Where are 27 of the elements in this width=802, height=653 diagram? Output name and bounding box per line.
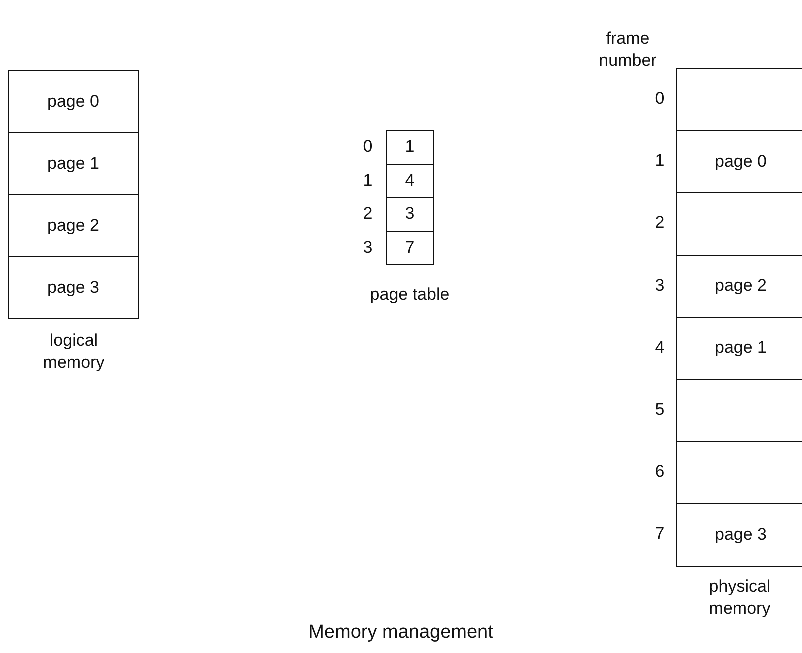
page-box: page 3: [8, 256, 139, 319]
row-index: 1: [362, 170, 374, 192]
frame-number: 0: [654, 88, 666, 110]
row-index: 0: [362, 136, 374, 158]
page-box: page 2: [8, 194, 139, 257]
page-box: page 0: [8, 70, 139, 133]
table-cell: 3: [386, 197, 434, 232]
caption-label: logical memory: [42, 330, 106, 374]
table-cell: 1: [386, 130, 434, 164]
caption-label: page table: [369, 284, 451, 306]
axis-title: frame number: [598, 28, 658, 72]
frame-number: 4: [654, 336, 666, 359]
frame-number: 5: [654, 399, 666, 421]
frame-number: 7: [654, 523, 666, 546]
row-index: 3: [362, 236, 374, 258]
memory-frame: [676, 68, 802, 132]
page-box: page 3: [676, 503, 802, 567]
row-index: 2: [362, 203, 374, 225]
frame-number: 2: [654, 212, 666, 234]
frame-number: 6: [654, 461, 666, 484]
caption: Memory management: [308, 622, 494, 644]
frame-number: 1: [654, 150, 666, 172]
page-box: page 1: [8, 132, 139, 195]
table-cell: 4: [386, 164, 434, 198]
table-cell: 7: [386, 230, 434, 265]
frame-number: 3: [654, 274, 666, 297]
caption-label: physical memory: [708, 576, 772, 620]
